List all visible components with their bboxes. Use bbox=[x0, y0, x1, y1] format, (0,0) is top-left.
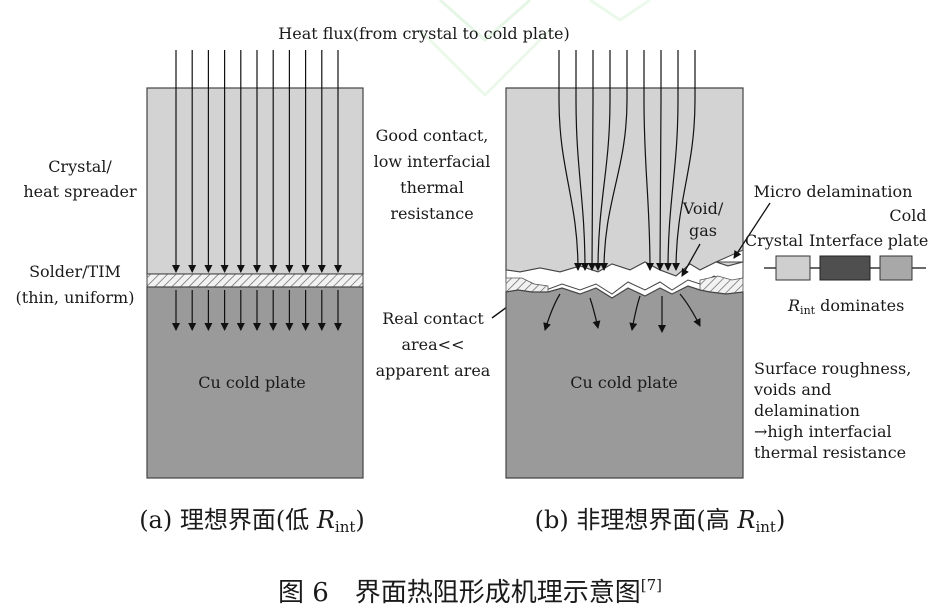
cold-plate-block-b bbox=[505, 285, 744, 479]
spread-arrow-b bbox=[543, 293, 561, 331]
crystal-label-line1: Crystal/ bbox=[48, 157, 112, 176]
spread-arrow-b bbox=[679, 293, 701, 327]
cold-plate-label-b: Cu cold plate bbox=[570, 373, 677, 392]
roughness-line1: Surface roughness, bbox=[754, 359, 911, 378]
caption-b: (b) 非理想界面(高 Rint) bbox=[535, 506, 786, 536]
roughness-line2: voids and bbox=[753, 380, 831, 399]
real-contact-line3: apparent area bbox=[376, 361, 491, 380]
legend-coldplate-line2: plate bbox=[888, 231, 929, 250]
roughness-line4: →high interfacial bbox=[754, 422, 892, 441]
real-contact-line2: area<< bbox=[401, 335, 464, 354]
caption-a: (a) 理想界面(低 Rint) bbox=[139, 506, 365, 536]
legend-interface-box bbox=[819, 255, 871, 281]
heat-flux-curve-b bbox=[600, 50, 628, 271]
legend-interface-label: Interface bbox=[809, 231, 883, 250]
heat-flux-curve-b bbox=[656, 50, 665, 271]
solder-layer-a bbox=[146, 273, 364, 288]
heat-flux-curve-b bbox=[643, 50, 654, 271]
spread-arrow-b bbox=[629, 295, 641, 331]
micro-delamination-pointer bbox=[733, 202, 771, 259]
heat-flux-curve-b bbox=[594, 50, 611, 271]
good-contact-line3: thermal bbox=[400, 178, 464, 197]
void-pointer bbox=[681, 243, 701, 277]
void-label-line2: gas bbox=[689, 221, 717, 240]
heat-flux-curve-b bbox=[672, 50, 696, 271]
figure-caption: 图 6 界面热阻形成机理示意图[7] bbox=[278, 576, 662, 608]
crystal-label-line2: heat spreader bbox=[23, 182, 137, 201]
panel-b: Cu cold plate bbox=[505, 50, 744, 479]
real-contact-line1: Real contact bbox=[382, 309, 484, 328]
background-watermark bbox=[418, 0, 651, 98]
heat-flux-curve-b bbox=[588, 50, 597, 271]
heat-flux-curve-b bbox=[558, 50, 582, 271]
legend-crystal-box bbox=[775, 255, 811, 281]
heat-flux-curve-b bbox=[575, 50, 589, 271]
legend-crystal-label: Crystal bbox=[745, 231, 803, 250]
heat-flux-label: Heat flux(from crystal to cold plate) bbox=[278, 24, 569, 43]
spread-arrow-b bbox=[589, 297, 601, 329]
cold-plate-label-a: Cu cold plate bbox=[198, 373, 305, 392]
good-contact-line4: resistance bbox=[390, 204, 473, 223]
cold-plate-block-a bbox=[146, 286, 364, 479]
roughness-line3: delamination bbox=[754, 401, 860, 420]
legend-coldplate-line1: Cold bbox=[889, 206, 926, 225]
panel-a: Cu cold plate bbox=[146, 50, 364, 479]
heat-flux-curve-b bbox=[664, 50, 679, 271]
good-contact-line2: low interfacial bbox=[374, 152, 491, 171]
rint-dominates-label: Rint dominates bbox=[787, 296, 904, 317]
legend: Crystal Interface Cold plate Rint domina… bbox=[745, 206, 929, 317]
crystal-block-a bbox=[146, 87, 364, 275]
heat-arrows-b bbox=[543, 50, 701, 333]
void-label-line1: Void/ bbox=[682, 199, 724, 218]
legend-coldplate-box bbox=[879, 255, 913, 281]
solder-label-line1: Solder/TIM bbox=[29, 262, 121, 281]
good-contact-line1: Good contact, bbox=[376, 126, 489, 145]
heat-arrows-a bbox=[172, 50, 342, 331]
roughness-line5: thermal resistance bbox=[754, 443, 906, 462]
solder-label-line2: (thin, uniform) bbox=[16, 288, 135, 307]
crystal-block-b bbox=[505, 87, 744, 277]
micro-delamination-label: Micro delamination bbox=[754, 182, 913, 201]
